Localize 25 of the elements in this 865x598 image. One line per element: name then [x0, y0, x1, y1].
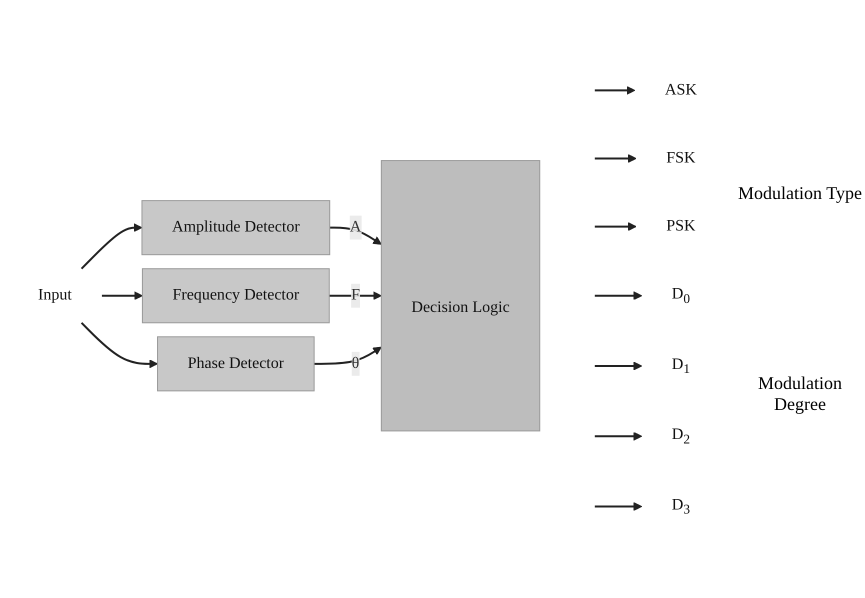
- signal-label: FSK: [666, 149, 696, 166]
- arrow: [594, 291, 642, 300]
- detector-block: Phase Detector: [157, 336, 315, 392]
- group-label: Modulation Degree: [757, 372, 843, 415]
- arrow: [314, 346, 382, 365]
- arrow: [80, 322, 158, 368]
- signal-label: PSK: [666, 218, 696, 235]
- arrow: [102, 291, 143, 300]
- arrow: [594, 86, 636, 95]
- arrow: [594, 154, 637, 163]
- signal-label: ASK: [664, 81, 697, 98]
- arrow: [80, 223, 142, 270]
- detector-block: Amplitude Detector: [141, 200, 330, 256]
- detector-block: Frequency Detector: [142, 268, 330, 324]
- arrow: [594, 362, 642, 370]
- signal-label: D$_{1}$: [672, 356, 690, 376]
- signal-label: D$_{3}$: [672, 496, 690, 517]
- arrow: [594, 502, 642, 511]
- arrow: [594, 222, 637, 231]
- group-label: Modulation Type: [737, 183, 863, 204]
- decision-logic-block: Decision Logic: [380, 160, 540, 432]
- signal-label: D$_{0}$: [672, 286, 690, 306]
- signal-label: D$_{2}$: [672, 426, 690, 446]
- signal-label: Input: [38, 286, 72, 304]
- arrow: [594, 432, 642, 441]
